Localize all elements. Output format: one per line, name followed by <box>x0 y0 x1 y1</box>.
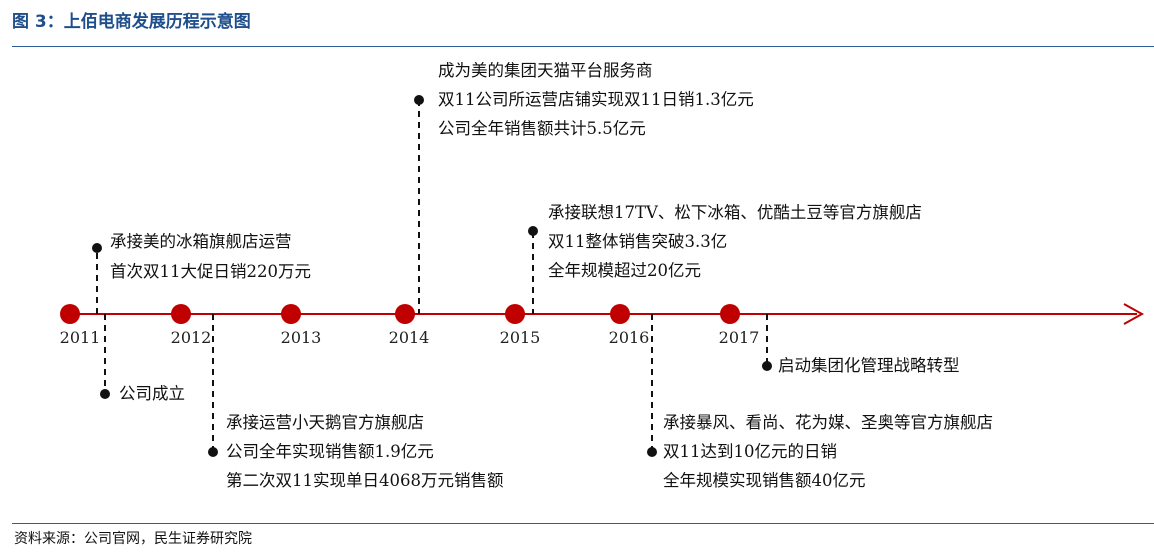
event-1-line-2: 首次双11大促日销220万元 <box>110 262 311 281</box>
event-4-line-1: 成为美的集团天猫平台服务商 <box>438 61 653 80</box>
year-node-2012 <box>171 304 191 324</box>
bullet-event-5 <box>528 226 538 236</box>
year-label-2015: 2015 <box>499 328 541 347</box>
year-node-2017 <box>720 304 740 324</box>
bullet-event-4 <box>414 95 424 105</box>
event-1-line-1: 承接美的冰箱旗舰店运营 <box>110 232 292 251</box>
event-3-line-2: 公司全年实现销售额1.9亿元 <box>226 442 434 461</box>
year-node-2011 <box>60 304 80 324</box>
year-label-2012: 2012 <box>170 328 212 347</box>
year-label-2014: 2014 <box>388 328 430 347</box>
year-node-2014 <box>395 304 415 324</box>
bullet-event-7 <box>762 361 772 371</box>
year-node-2015 <box>505 304 525 324</box>
year-node-2013 <box>281 304 301 324</box>
event-5-line-3: 全年规模超过20亿元 <box>548 261 701 280</box>
event-2-line-1: 公司成立 <box>119 384 185 403</box>
event-6-line-3: 全年规模实现销售额40亿元 <box>663 471 866 490</box>
event-4-line-3: 公司全年销售额共计5.5亿元 <box>438 119 646 138</box>
year-label-2017: 2017 <box>718 328 760 347</box>
event-6-line-2: 双11达到10亿元的日销 <box>663 442 837 461</box>
year-label-2013: 2013 <box>280 328 322 347</box>
figure-title: 图 3：上佰电商发展历程示意图 <box>12 12 251 32</box>
event-5-line-1: 承接联想17TV、松下冰箱、优酷土豆等官方旗舰店 <box>548 203 922 222</box>
event-7-line-1: 启动集团化管理战略转型 <box>778 356 960 375</box>
event-5-line-2: 双11整体销售突破3.3亿 <box>548 232 728 251</box>
event-3-line-1: 承接运营小天鹅官方旗舰店 <box>226 413 424 432</box>
year-label-2011: 2011 <box>59 328 101 347</box>
timeline-arrowhead <box>1123 303 1145 325</box>
bullet-event-6 <box>647 447 657 457</box>
top-rule <box>12 46 1154 47</box>
bottom-rule <box>12 523 1154 524</box>
bullet-event-2 <box>100 389 110 399</box>
event-3-line-3: 第二次双11实现单日4068万元销售额 <box>226 471 504 490</box>
event-6-line-1: 承接暴风、看尚、花为媒、圣奥等官方旗舰店 <box>663 413 993 432</box>
event-4-line-2: 双11公司所运营店铺实现双11日销1.3亿元 <box>438 90 754 109</box>
bullet-event-3 <box>208 447 218 457</box>
bullet-event-1 <box>92 243 102 253</box>
year-label-2016: 2016 <box>608 328 650 347</box>
year-node-2016 <box>610 304 630 324</box>
source-note: 资料来源：公司官网，民生证券研究院 <box>14 531 252 547</box>
